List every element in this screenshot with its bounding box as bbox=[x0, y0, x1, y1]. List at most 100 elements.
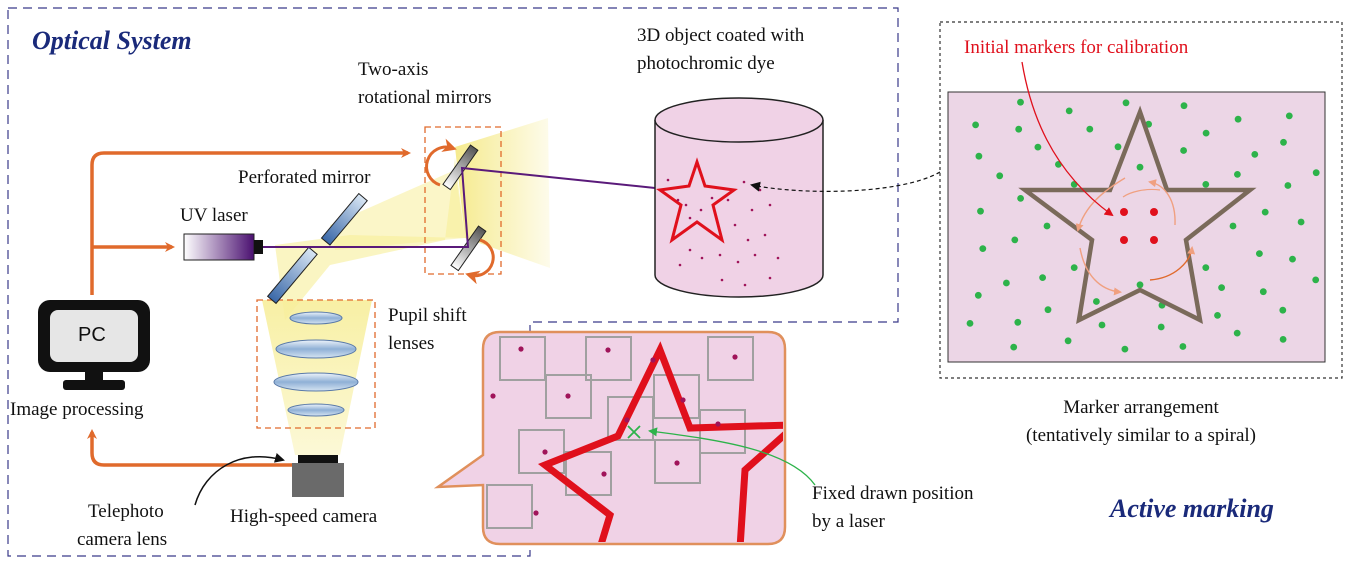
object-marker-dot bbox=[768, 276, 772, 280]
marker-arrangement-frame bbox=[939, 21, 1343, 379]
green-marker-dot bbox=[1039, 274, 1046, 281]
zoom-marker-dot bbox=[533, 510, 539, 516]
zoom-marker-dot bbox=[732, 354, 738, 360]
pupil-shift-label-2: lenses bbox=[388, 333, 435, 354]
green-marker-dot bbox=[1017, 98, 1024, 106]
zoom-marker-dot bbox=[542, 449, 548, 455]
rotate-arrow-bottom bbox=[465, 238, 495, 285]
green-marker-dot bbox=[1157, 323, 1165, 331]
telephoto-label-2: camera lens bbox=[77, 529, 168, 550]
green-marker-dot bbox=[996, 172, 1004, 180]
marker-canvas bbox=[947, 91, 1326, 363]
initial-markers bbox=[1120, 208, 1158, 244]
green-marker-dot bbox=[966, 320, 974, 327]
object-marker-dot bbox=[710, 196, 714, 200]
green-marker-dot bbox=[1289, 255, 1296, 263]
green-marker-dot bbox=[972, 121, 979, 129]
green-marker-dot bbox=[1114, 143, 1122, 151]
green-marker-dot bbox=[1015, 125, 1023, 133]
uv-laser-nozzle bbox=[254, 240, 263, 254]
green-marker-dot bbox=[1284, 182, 1292, 189]
lens-3 bbox=[273, 372, 359, 392]
green-marker-dot bbox=[1297, 218, 1305, 226]
two-axis-label-1: Two-axis bbox=[358, 59, 429, 80]
tracking-window bbox=[499, 336, 546, 381]
lens-1 bbox=[289, 311, 343, 325]
green-markers bbox=[966, 98, 1320, 353]
tracking-window bbox=[585, 336, 632, 381]
zoom-star-edge bbox=[537, 341, 783, 542]
camera-lens-mount bbox=[298, 455, 338, 463]
zoom-marker-dot bbox=[518, 346, 524, 352]
zoom-marker-dot bbox=[715, 421, 721, 427]
initial-markers-pointer bbox=[1021, 61, 1114, 217]
zoom-marker-dot bbox=[605, 347, 611, 353]
green-marker-dot bbox=[1279, 336, 1287, 343]
pc-to-mirrors-arrow bbox=[90, 148, 411, 295]
rotational-mirror-bottom bbox=[450, 225, 487, 272]
uv-laser-body bbox=[183, 233, 255, 261]
two-axis-label-2: rotational mirrors bbox=[358, 87, 492, 108]
uv-laser-label: UV laser bbox=[180, 205, 248, 226]
green-marker-dot bbox=[1218, 284, 1225, 291]
green-marker-dot bbox=[1280, 138, 1287, 146]
pc-label: PC bbox=[78, 324, 106, 346]
green-marker-dot bbox=[1251, 151, 1259, 158]
tracking-window bbox=[518, 429, 565, 474]
tracking-window bbox=[486, 484, 533, 529]
zoom-markers bbox=[490, 346, 738, 516]
green-marker-dot bbox=[1017, 195, 1024, 202]
arrangement-to-object-link bbox=[750, 171, 941, 192]
green-marker-dot bbox=[1202, 181, 1210, 188]
object-marker-dot bbox=[666, 178, 670, 182]
green-marker-dot bbox=[1261, 208, 1269, 216]
object-marker-dot bbox=[743, 283, 747, 287]
object-marker-dot bbox=[688, 216, 692, 220]
marker-arrangement-label-1: Marker arrangement bbox=[1063, 397, 1219, 418]
green-marker-dot bbox=[1070, 264, 1078, 271]
active-marking-title: Active marking bbox=[1110, 494, 1274, 523]
green-marker-dot bbox=[1234, 115, 1242, 123]
object-marker-dot bbox=[733, 223, 737, 227]
zoom-marker-dot bbox=[680, 397, 686, 403]
object-label-1: 3D object coated with bbox=[637, 25, 805, 46]
object-marker-dot bbox=[720, 278, 724, 282]
tracking-window bbox=[654, 439, 701, 484]
green-marker-dot bbox=[1233, 329, 1241, 337]
green-marker-dot bbox=[1214, 312, 1221, 319]
tracking-window bbox=[707, 336, 754, 381]
green-marker-dot bbox=[1064, 337, 1072, 345]
rotational-mirror-top bbox=[442, 144, 479, 191]
fixed-drawn-label-1: Fixed drawn position bbox=[812, 483, 974, 504]
optical-system-frame bbox=[7, 7, 899, 557]
optical-system-title: Optical System bbox=[32, 26, 192, 55]
green-marker-dot bbox=[1312, 169, 1320, 177]
green-marker-dot bbox=[1093, 298, 1100, 305]
object-marker-dot bbox=[746, 238, 750, 242]
object-marker-dot bbox=[699, 208, 703, 212]
green-marker-dot bbox=[1256, 250, 1263, 257]
green-marker-dot bbox=[1070, 181, 1078, 188]
object-marker-dot bbox=[688, 248, 692, 252]
fixed-position-cross bbox=[627, 425, 641, 439]
pupil-shift-label-1: Pupil shift bbox=[388, 305, 467, 326]
green-marker-dot bbox=[1259, 288, 1267, 296]
image-processing-label: Image processing bbox=[10, 399, 144, 420]
green-marker-dot bbox=[979, 245, 987, 253]
object-marker-dot bbox=[758, 188, 762, 192]
green-marker-dot bbox=[977, 207, 984, 215]
green-marker-dot bbox=[1234, 171, 1241, 178]
green-marker-dot bbox=[974, 291, 982, 299]
green-marker-dot bbox=[1011, 236, 1019, 244]
object-star bbox=[656, 157, 738, 244]
green-marker-dot bbox=[1312, 276, 1320, 284]
camera-to-pc-arrow bbox=[87, 429, 296, 467]
fixed-position-pointer bbox=[648, 427, 816, 486]
object-marker-dot bbox=[742, 180, 746, 184]
telephoto-pointer bbox=[194, 453, 285, 506]
rotate-arrow-top bbox=[425, 138, 457, 187]
green-marker-dot bbox=[1034, 143, 1042, 151]
object-marker-dot bbox=[718, 253, 722, 257]
zoom-marker-dot bbox=[650, 357, 656, 363]
lens-4 bbox=[287, 403, 345, 417]
